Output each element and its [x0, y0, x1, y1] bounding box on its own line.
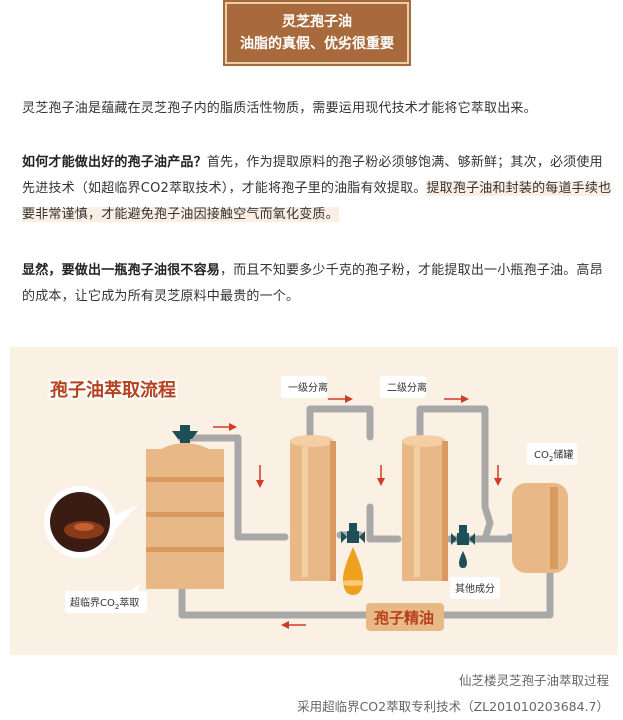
paragraph-cost-lead: 显然，要做出一瓶孢子油很不容易 [22, 263, 221, 278]
stage-2-label: 二级分离 [387, 381, 427, 394]
reactor-label-sub: 2 [115, 603, 119, 611]
banner-line-1: 灵芝孢子油 [282, 14, 352, 30]
paragraph-quality: 如何才能做出好的孢子油产品？首先，作为提取原料的孢子粉必须够饱满、够新鲜；其次，… [22, 150, 612, 228]
product-label-box: 孢子精油 [366, 603, 444, 631]
storage-label-box: CO2储罐 [527, 443, 577, 465]
extraction-reactor [146, 425, 224, 589]
banner-line-2: 油脂的真假、优劣很重要 [240, 36, 394, 52]
separator-stage-2 [402, 435, 448, 581]
paragraph-intro: 灵芝孢子油是蕴藏在灵芝孢子内的脂质活性物质，需要运用现代技术才能将它萃取出来。 [22, 101, 537, 116]
caption-patent: 采用超临界CO2萃取专利技术（ZL201010203684.7） [297, 699, 609, 714]
reactor-label-bubble: 超临界CO2萃取 [65, 583, 147, 613]
extraction-diagram-svg: 孢子油萃取流程 超临界CO2萃取 [44, 376, 577, 631]
reactor-label-suffix: 萃取 [119, 597, 139, 609]
valve-other-outlet [451, 525, 475, 545]
other-label-box: 其他成分 [450, 577, 500, 599]
stage-1-label: 一级分离 [288, 381, 328, 394]
storage-label-sub: 2 [549, 455, 553, 463]
flow-arrows [213, 395, 502, 629]
stage-1-label-box: 一级分离 [281, 376, 328, 398]
stage-2-label-box: 二级分离 [380, 376, 427, 398]
svg-text:CO2储罐: CO2储罐 [534, 448, 573, 463]
co2-storage-tank [512, 483, 568, 573]
paragraph-quality-body: 首先，作为提取原料的孢子粉必须够饱满、够新鲜；其次，必须使用先进技术（如超临界C… [22, 155, 603, 196]
valve-oil-outlet [341, 523, 365, 543]
separator-stage-1 [290, 435, 336, 581]
storage-label-prefix: CO [534, 450, 549, 461]
paragraph-quality-lead: 如何才能做出好的孢子油产品？ [22, 155, 207, 170]
spore-powder-illustration [44, 486, 138, 558]
oil-drop-icon [343, 547, 363, 595]
reactor-label-prefix: 超临界CO [70, 596, 115, 609]
diagram-title: 孢子油萃取流程 [50, 379, 176, 401]
title-banner: 灵芝孢子油 油脂的真假、优劣很重要 [225, 2, 409, 64]
extraction-diagram: 孢子油萃取流程 超临界CO2萃取 [10, 347, 618, 655]
water-drop-icon [459, 551, 467, 568]
caption-title: 仙芝楼灵芝孢子油萃取过程 [458, 673, 609, 688]
svg-text:超临界CO2萃取: 超临界CO2萃取 [70, 596, 139, 611]
paragraph-cost-body: ，而且不知要多少千克的孢子粉，才能提取出一小瓶孢子油。高昂的成本，让它成为所有灵… [22, 263, 603, 304]
storage-label-suffix: 储罐 [553, 448, 573, 461]
product-label: 孢子精油 [374, 609, 434, 627]
paragraph-cost: 显然，要做出一瓶孢子油很不容易，而且不知要多少千克的孢子粉，才能提取出一小瓶孢子… [22, 258, 612, 310]
other-label: 其他成分 [455, 582, 495, 595]
